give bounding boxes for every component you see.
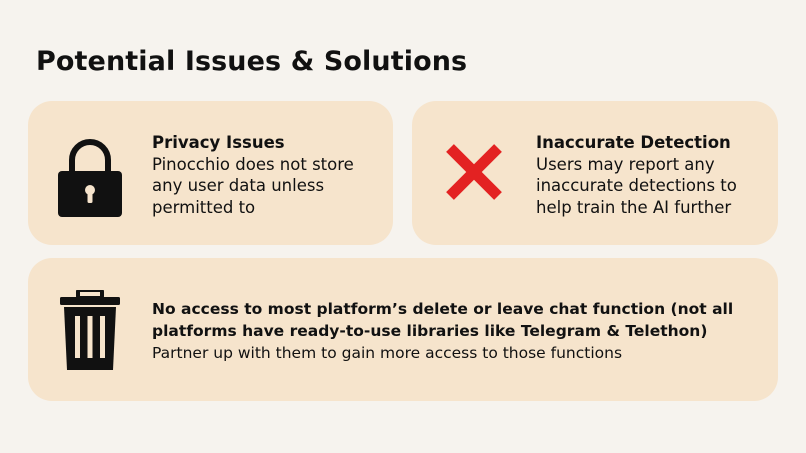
card-heading: No access to most platform’s delete or l… (152, 300, 734, 340)
platform-access-text: No access to most platform’s delete or l… (152, 298, 772, 364)
card-heading: Privacy Issues (152, 133, 285, 152)
privacy-text: Privacy Issues Pinocchio does not store … (152, 132, 387, 218)
card-inaccurate-detection: Inaccurate Detection Users may report an… (412, 101, 778, 245)
lock-icon (58, 135, 122, 217)
card-platform-access: No access to most platform’s delete or l… (28, 258, 778, 401)
card-body: Partner up with them to gain more access… (152, 344, 623, 362)
card-body: Users may report any inaccurate detectio… (536, 154, 737, 217)
detection-text: Inaccurate Detection Users may report an… (536, 132, 772, 218)
card-privacy-issues: Privacy Issues Pinocchio does not store … (28, 101, 393, 245)
red-x-icon (445, 143, 503, 201)
trash-icon (60, 288, 120, 370)
card-body: Pinocchio does not store any user data u… (152, 154, 354, 217)
card-heading: Inaccurate Detection (536, 133, 731, 152)
page-title: Potential Issues & Solutions (36, 46, 468, 77)
